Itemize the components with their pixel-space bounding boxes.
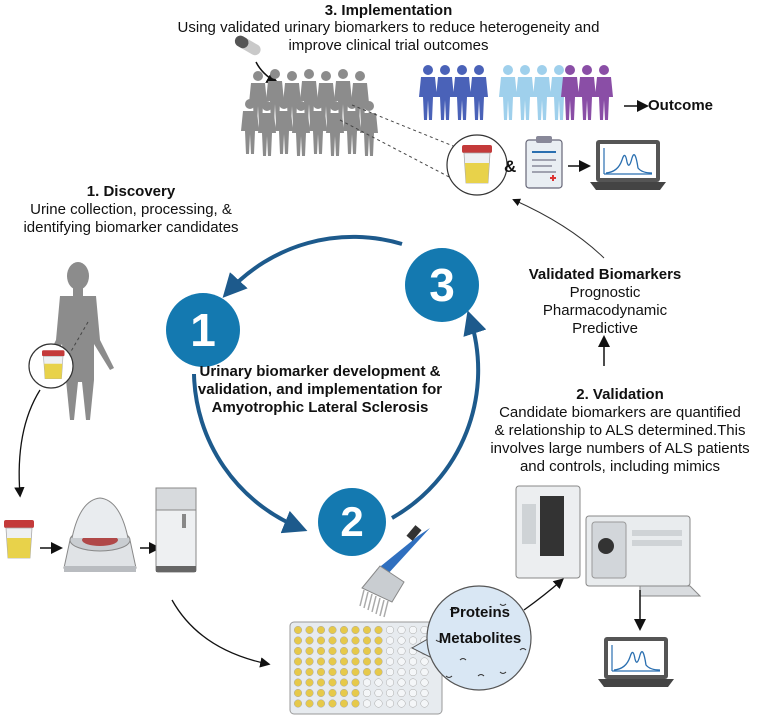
crowd-icon — [241, 69, 378, 156]
center-line2: validation, and implementation for — [197, 381, 443, 398]
validated-item-prognostic: Prognostic — [569, 284, 641, 301]
step-badge-3 — [405, 248, 479, 322]
cycle-arrows — [192, 234, 487, 534]
urine-cup-circle — [446, 134, 508, 196]
validated-title: Validated Biomarkers — [528, 266, 682, 283]
laptop-chart-icon — [589, 139, 667, 191]
proteins-label: Proteins — [449, 604, 510, 621]
urine-cup-icon — [3, 519, 35, 559]
well-plate-icon — [289, 621, 443, 715]
step-badge-1 — [166, 293, 240, 367]
implementation-line1: Using validated urinary biomarkers to re… — [177, 19, 600, 36]
validated-item-predictive: Predictive — [572, 320, 638, 337]
validation-line1: Candidate biomarkers are quantified — [499, 404, 741, 421]
step-badge-2 — [318, 488, 386, 556]
step-number-2: 2 — [340, 498, 364, 545]
metabolites-label: Metabolites — [438, 630, 522, 647]
pipette-icon — [359, 525, 430, 618]
centrifuge-icon — [63, 497, 137, 572]
validation-line4: and controls, including mimics — [519, 458, 721, 475]
pill-icon — [234, 35, 279, 84]
center-line1: Urinary biomarker development & — [199, 363, 441, 380]
implementation-title: 3. Implementation — [324, 2, 453, 19]
outcome-label: Outcome — [648, 97, 714, 114]
validated-item-pharmacodynamic: Pharmacodynamic — [542, 302, 668, 319]
step-number-3: 3 — [429, 259, 455, 311]
mass-spectrometer-icon — [515, 485, 702, 597]
urine-cup-zoom — [28, 343, 74, 389]
discovery-line1: Urine collection, processing, & — [30, 201, 232, 218]
validation-title: 2. Validation — [576, 386, 664, 403]
discovery-line2: identifying biomarker candidates — [23, 219, 239, 236]
human-body-icon — [42, 262, 114, 420]
patient-group-light — [499, 65, 568, 120]
patient-group-purple — [561, 65, 613, 120]
clipboard-icon — [525, 136, 563, 189]
laptop-chart-icon-bottom — [597, 636, 675, 688]
ampersand: & — [504, 157, 517, 176]
step-number-1: 1 — [190, 304, 216, 356]
validation-line2: & relationship to ALS determined.This — [494, 422, 746, 439]
validation-line3: involves large numbers of ALS patients — [490, 440, 750, 457]
discovery-title: 1. Discovery — [86, 183, 176, 200]
implementation-line2: improve clinical trial outcomes — [288, 37, 489, 54]
center-line3: Amyotrophic Lateral Sclerosis — [211, 399, 429, 416]
analyte-bubble — [410, 585, 532, 691]
freezer-icon — [155, 487, 197, 573]
patient-group-blue — [419, 65, 488, 120]
